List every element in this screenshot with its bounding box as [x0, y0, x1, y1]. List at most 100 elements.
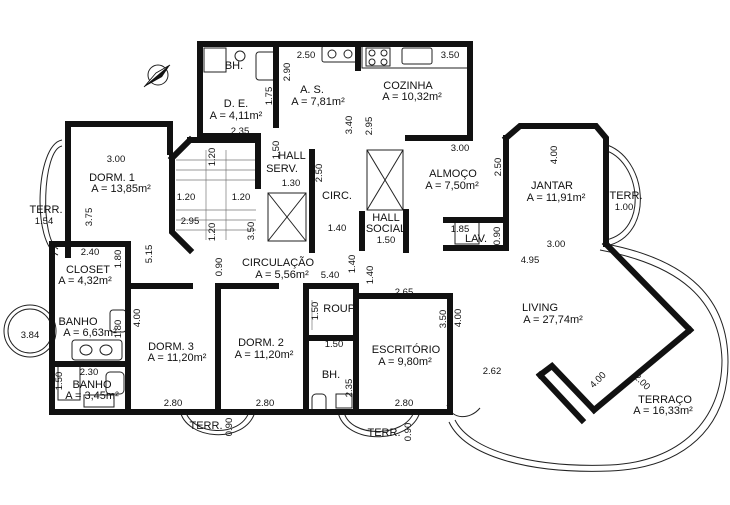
area-cozinha: A = 10,32m² — [382, 91, 442, 103]
dim-150-b2: 1.50 — [54, 372, 65, 391]
dim-120-d: 1.20 — [207, 223, 218, 242]
dim-180-cl: 1.80 — [113, 250, 124, 269]
dim-340: 3.40 — [344, 116, 355, 135]
dim-175: 1.75 — [264, 87, 275, 106]
label-dorm3: DORM. 3 — [148, 341, 194, 353]
walls — [49, 41, 695, 425]
area-de: A = 4,11m² — [210, 110, 263, 122]
dim-280-a: 2.80 — [164, 398, 183, 409]
dim-150-hsoc: 1.50 — [377, 235, 396, 246]
dim-230: 2.30 — [80, 367, 99, 378]
label-terraco: TERRAÇO — [638, 394, 692, 406]
label-bh-mid: BH. — [322, 369, 340, 381]
dim-300-d1: 3.00 — [107, 154, 126, 165]
north-arrow-icon — [143, 64, 171, 88]
label-bh-top: BH. — [225, 60, 243, 72]
area-as: A = 7,81m² — [291, 96, 345, 108]
dim-120-b: 1.20 — [177, 192, 196, 203]
dim-090-circ: 0.90 — [214, 258, 225, 277]
dim-185: 1.85 — [451, 224, 470, 235]
dim-120-a: 1.20 — [207, 148, 218, 167]
dim-290: 2.90 — [282, 63, 293, 82]
label-terr-bottom-mid: TERR. — [368, 427, 401, 439]
area-dorm3: A = 11,20m² — [148, 352, 207, 364]
label-hall-serv-1: HALL — [278, 150, 306, 162]
dim-250-alm: 2.50 — [493, 158, 504, 177]
dim-515: 5.15 — [144, 245, 155, 264]
dim-240: 2.40 — [81, 247, 100, 258]
dim-384: 3.84 — [21, 330, 40, 341]
dim-235: 2.35 — [231, 126, 250, 137]
dim-235-bh: 2.35 — [344, 379, 355, 398]
dim-300-jan: 3.00 — [547, 239, 566, 250]
dim-090-t2: 0.90 — [403, 423, 414, 442]
dim-375: 3.75 — [84, 208, 95, 227]
label-de: D. E. — [224, 98, 248, 110]
label-dorm2: DORM. 2 — [238, 337, 284, 349]
dim-140-b: 1.40 — [347, 255, 358, 274]
dim-090-t1: 0.90 — [224, 418, 235, 437]
dim-295-stair: 2.95 — [181, 216, 200, 227]
dim-350-coz: 3.50 — [441, 50, 460, 61]
label-hall-social-1: HALL — [372, 212, 400, 224]
dim-150-roup: 1.50 — [310, 302, 321, 321]
dim-262: 2.62 — [483, 366, 502, 377]
dim-265: 2.65 — [395, 287, 414, 298]
label-circulacao: CIRCULAÇÃO — [242, 256, 315, 269]
label-closet: CLOSET — [66, 264, 110, 276]
area-dorm1: A = 13,85m² — [91, 183, 151, 195]
dim-090-lav: 0.90 — [492, 227, 503, 246]
dim-130: 1.30 — [282, 178, 301, 189]
dim-400-d3: 4.00 — [132, 309, 143, 328]
dim-100-terr: 1.00 — [615, 202, 634, 213]
dim-120-c: 1.20 — [232, 192, 251, 203]
dim-540: 5.40 — [321, 270, 340, 281]
label-as: A. S. — [300, 84, 324, 96]
label-roup: ROUP. — [323, 303, 356, 315]
dim-280-c: 2.80 — [395, 398, 414, 409]
area-living: A = 27,74m² — [523, 314, 583, 326]
area-banho2: A = 3,45m² — [65, 390, 119, 402]
label-banho2: BANHO — [72, 379, 112, 391]
dim-140-a: 1.40 — [328, 223, 347, 234]
area-banho1: A = 6,63m² — [63, 327, 117, 339]
label-cozinha: COZINHA — [383, 80, 433, 92]
dim-250-circ: 2.50 — [314, 164, 325, 183]
label-circ: CIRC. — [322, 190, 352, 202]
dim-350-stair: 3.50 — [246, 222, 257, 241]
label-hall-serv-2: SERV. — [266, 163, 298, 175]
label-banho1: BANHO — [58, 316, 98, 328]
area-circulacao: A = 5,56m² — [255, 269, 309, 281]
area-almoco: A = 7,50m² — [425, 180, 479, 192]
dim-400-jan: 4.00 — [549, 146, 560, 165]
area-terraco: A = 16,33m² — [633, 405, 693, 417]
dim-400-esc: 4.00 — [453, 309, 464, 328]
dim-150-bh: 1.50 — [325, 339, 344, 350]
dim-350-esc: 3.50 — [438, 310, 449, 329]
area-closet: A = 4,32m² — [58, 275, 112, 287]
dim-150-hs: 1.50 — [271, 141, 282, 160]
room-labels: BH. A. S. A = 7,81m² COZINHA A = 10,32m²… — [30, 60, 694, 439]
dim-250-as: 2.50 — [297, 50, 316, 61]
label-dorm1: DORM. 1 — [89, 172, 135, 184]
dim-180-b: 1.80 — [113, 320, 124, 339]
area-dorm2: A = 11,20m² — [235, 349, 294, 361]
dim-280-b: 2.80 — [256, 398, 275, 409]
label-living: LIVING — [522, 302, 558, 314]
dim-400-liv: 4.00 — [588, 370, 609, 391]
dim-295-coz: 2.95 — [364, 117, 375, 136]
dim-300-alm: 3.00 — [451, 143, 470, 154]
label-terr-right: TERR. — [610, 190, 643, 202]
label-escritorio: ESCRITÓRIO — [372, 343, 441, 356]
area-jantar: A = 11,91m² — [527, 192, 586, 204]
label-almoco: ALMOÇO — [429, 168, 477, 180]
label-jantar: JANTAR — [531, 180, 573, 192]
dim-154: 1.54 — [35, 216, 54, 227]
label-terr-left: TERR. — [30, 204, 63, 216]
label-lav: LAV. — [465, 233, 487, 245]
label-terr-bottom-left: TERR. — [190, 420, 223, 432]
area-escritorio: A = 9,80m² — [378, 356, 432, 368]
label-hall-social-2: SOCIAL — [366, 223, 406, 235]
